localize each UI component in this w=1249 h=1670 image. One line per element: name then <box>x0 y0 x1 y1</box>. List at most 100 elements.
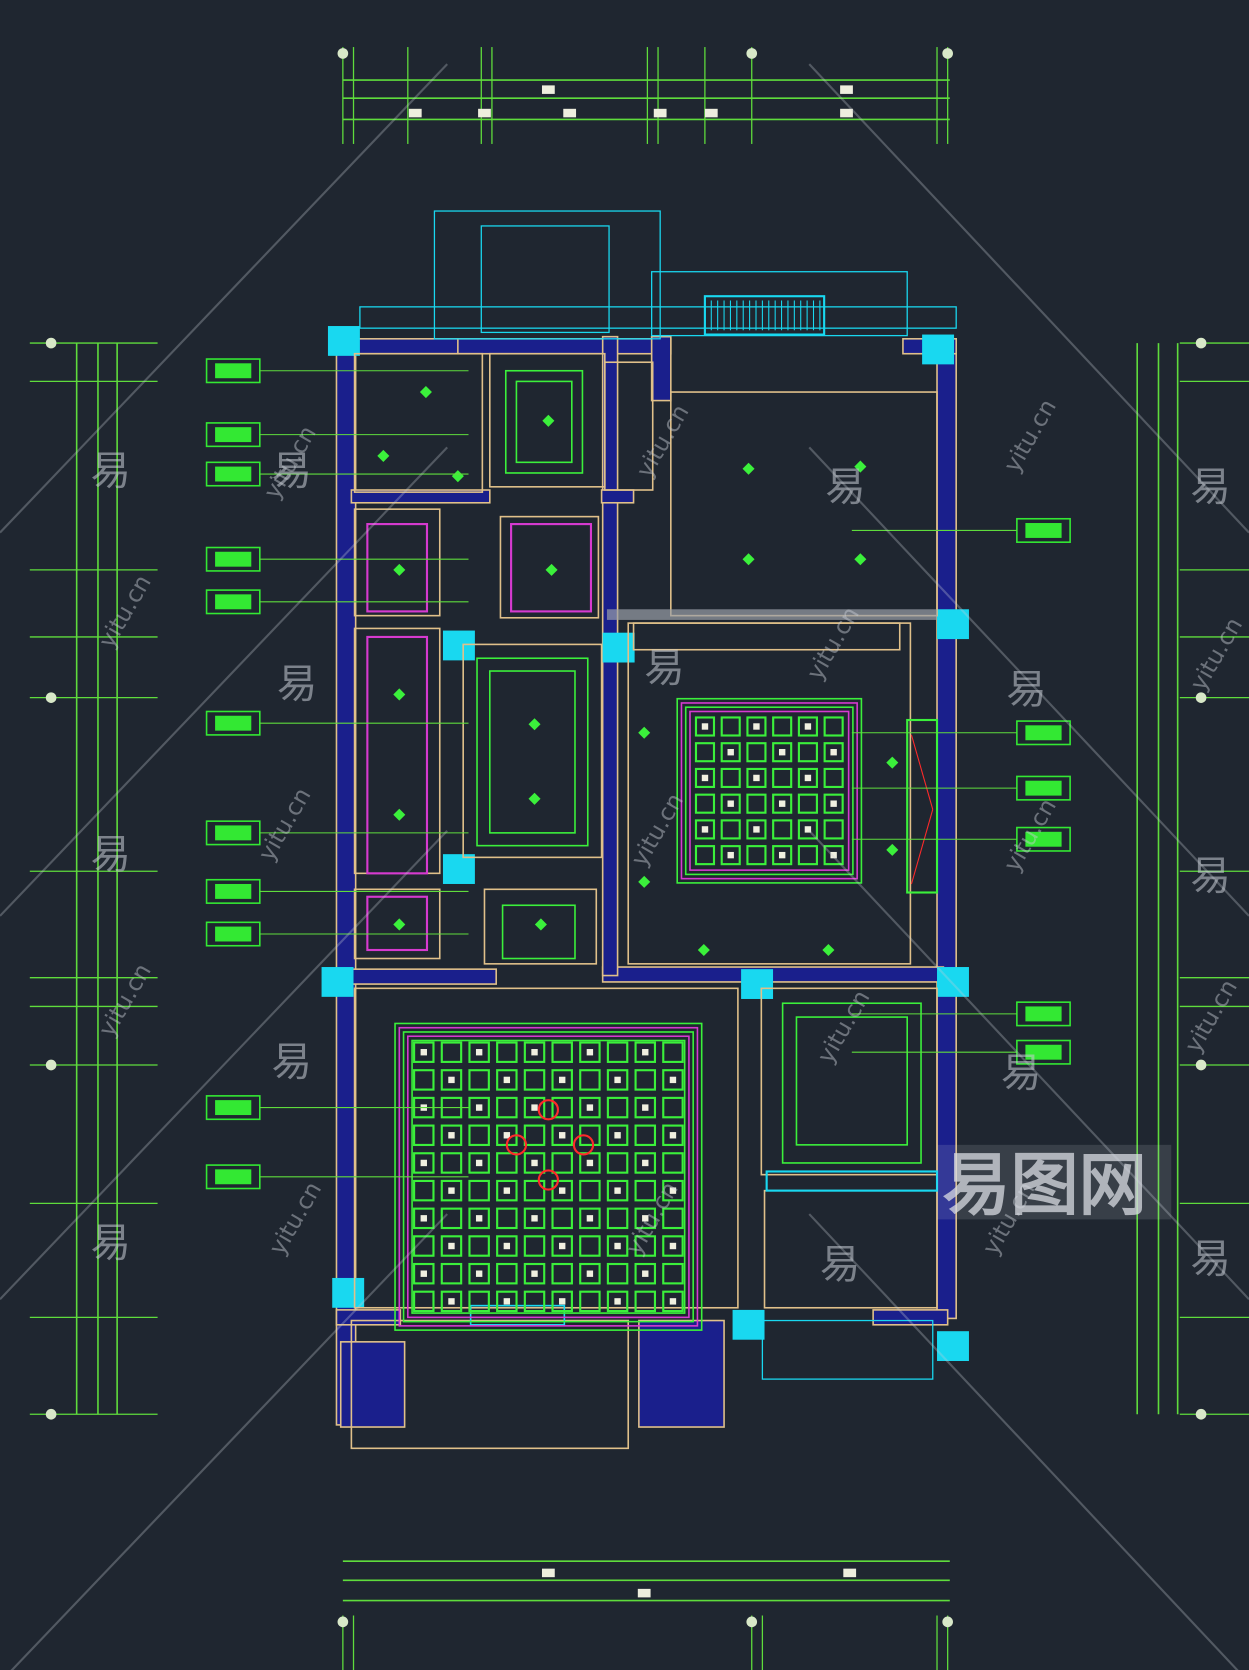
room-outline <box>350 1319 630 1450</box>
lattice-border <box>684 706 854 876</box>
annotation-tag-fill <box>215 883 252 899</box>
lattice-node <box>586 1104 594 1111</box>
room-outline <box>353 888 441 960</box>
lattice-cell <box>797 767 818 789</box>
lattice-node <box>475 1104 483 1111</box>
lattice-cell <box>496 1290 518 1313</box>
lattice-cell <box>823 716 844 737</box>
lattice-cell <box>551 1124 573 1147</box>
lattice-ceiling-living <box>676 697 863 884</box>
lattice-cell <box>468 1041 490 1063</box>
column <box>332 1277 365 1308</box>
room-outline <box>760 987 938 1176</box>
lattice-cell <box>720 819 741 840</box>
room-outline <box>353 508 441 617</box>
wall-segment <box>350 489 491 504</box>
lattice-cell <box>496 1262 518 1285</box>
watermark-stroke <box>10 1213 448 1670</box>
lattice-cell <box>694 716 716 737</box>
light-fixture <box>534 918 547 931</box>
lattice-cell <box>496 1152 518 1174</box>
watermark-char: 易 <box>1190 1235 1230 1283</box>
annotation-tag-fill <box>215 926 252 942</box>
dimension-node <box>746 1616 758 1628</box>
lattice-node <box>503 1242 511 1250</box>
watermark-char: 易 <box>91 1219 131 1267</box>
annotation-tag-fill <box>1025 725 1062 741</box>
lattice-node <box>448 1187 455 1194</box>
lattice-cell <box>823 793 844 814</box>
lattice-node <box>804 723 812 730</box>
column <box>922 334 955 365</box>
light-fixture <box>419 386 432 399</box>
lattice-cell <box>523 1096 546 1119</box>
dimension-node <box>1195 692 1207 703</box>
wall-segment <box>638 1319 725 1428</box>
watermark-logo-text: 易图网 <box>942 1147 1146 1226</box>
lattice-cell <box>746 845 767 866</box>
lattice-cell <box>579 1096 601 1119</box>
room-outline <box>462 643 603 859</box>
lattice-cell <box>606 1262 629 1285</box>
annotation-tag-fill <box>215 1100 252 1116</box>
light-fixture <box>528 792 541 805</box>
ceiling-frame <box>515 380 573 464</box>
light-fixture <box>542 414 555 427</box>
lattice-cell <box>523 1179 546 1202</box>
lattice-border <box>680 702 858 880</box>
room-outline <box>761 1319 934 1380</box>
dimension-node <box>45 1059 57 1071</box>
watermark-logo: 易图网 <box>937 1144 1172 1226</box>
room-outline <box>632 622 901 651</box>
light-fixture <box>638 875 651 888</box>
ceiling-frame <box>501 904 576 960</box>
annotation-tag-fill <box>215 466 252 482</box>
annotation-tags <box>205 358 1071 1190</box>
column <box>442 854 475 884</box>
light-fixture <box>377 449 390 462</box>
lattice-node <box>642 1049 649 1056</box>
lattice-node <box>669 1187 677 1194</box>
lattice-node <box>614 1132 621 1139</box>
wall-panel <box>906 718 939 894</box>
lattice-cell <box>662 1262 684 1285</box>
lattice-cell <box>823 742 844 763</box>
lattice-border <box>689 710 850 871</box>
lattice-cell <box>797 819 818 840</box>
lattice-node <box>830 749 837 756</box>
lattice-cell <box>440 1235 463 1257</box>
watermark-char: 易 <box>272 447 312 495</box>
lattice-cell <box>634 1262 657 1285</box>
watermark-char: 易 <box>644 644 684 692</box>
watermark-site: yitu.cn <box>811 985 875 1068</box>
lattice-cell <box>746 819 767 840</box>
light-fixture <box>393 563 406 576</box>
watermark-site: yitu.cn <box>625 788 689 871</box>
lattice-node <box>614 1076 621 1084</box>
vent-grille <box>703 295 826 336</box>
lattice-cell <box>413 1262 435 1285</box>
lattice-cell <box>720 767 741 789</box>
lattice-cell <box>579 1235 601 1257</box>
annotation-tag-fill <box>215 594 252 610</box>
lattice-cell <box>468 1262 490 1285</box>
dimension-value <box>843 1568 857 1578</box>
lattice-cell <box>606 1179 629 1202</box>
ceiling-frame <box>795 1016 909 1146</box>
lattice-cell <box>694 819 716 840</box>
lattice-node <box>448 1298 455 1305</box>
lattice-cell <box>468 1290 490 1313</box>
lattice-cell <box>579 1041 601 1063</box>
lattice-cell <box>772 767 793 789</box>
lattice-cell <box>579 1179 601 1202</box>
lattice-cell <box>440 1290 463 1313</box>
wall-segment <box>339 1341 406 1428</box>
dimension-node <box>1195 1408 1207 1420</box>
lattice-cell <box>720 793 741 814</box>
watermark-char: 易 <box>1190 851 1230 899</box>
ceiling-frame <box>781 1002 922 1164</box>
watermark-site: yitu.cn <box>998 394 1062 477</box>
lattice-node <box>420 1270 427 1277</box>
dimension-node <box>45 692 57 703</box>
